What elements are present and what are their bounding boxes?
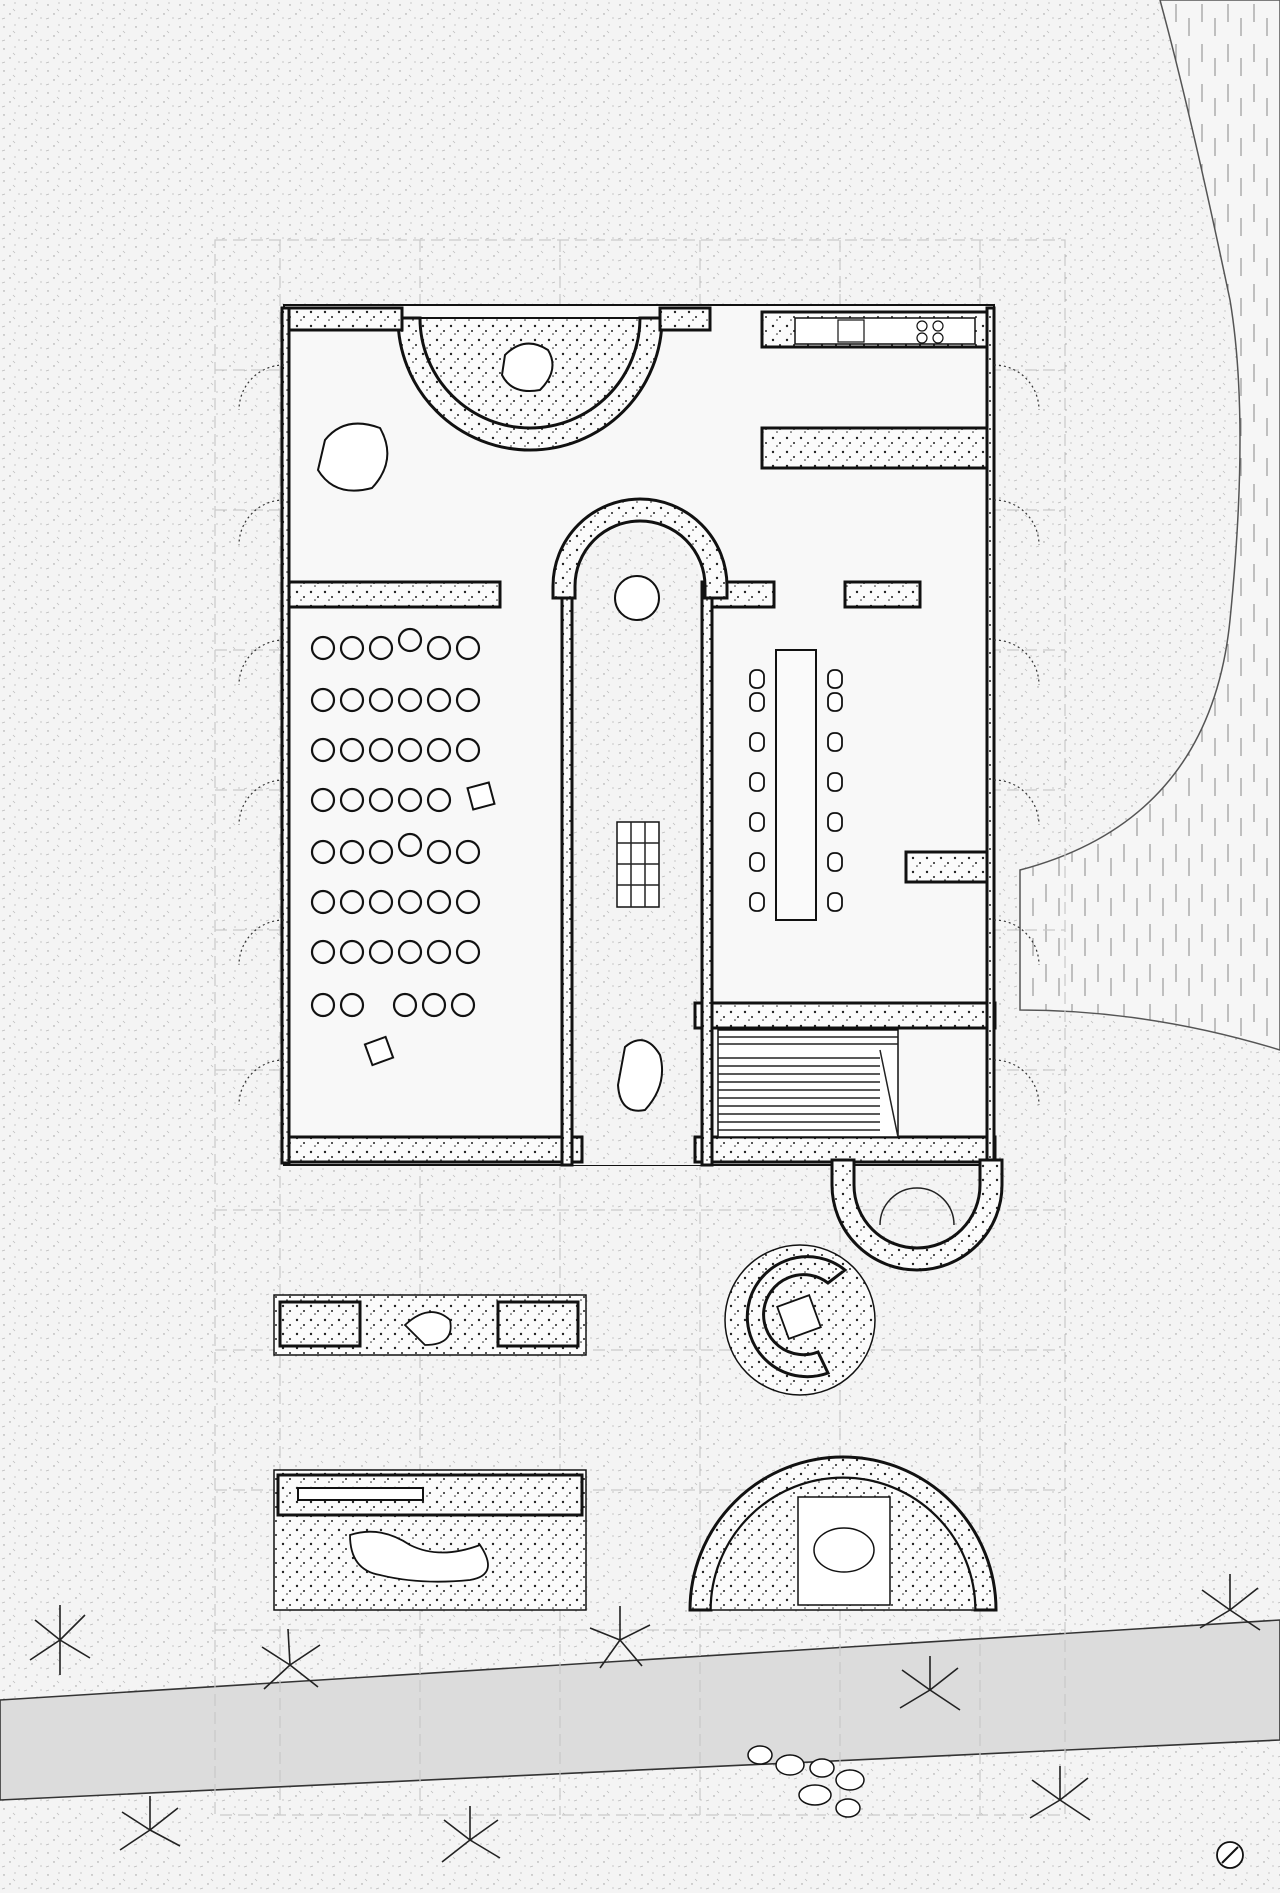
tree-icon xyxy=(1199,1574,1261,1631)
north-arrow-icon xyxy=(1216,1841,1244,1869)
chair-row xyxy=(310,832,481,865)
boulder-icon xyxy=(349,1530,489,1583)
courtyard-arch xyxy=(572,525,702,595)
walls xyxy=(280,306,997,1167)
boulder-icon xyxy=(500,342,554,392)
armchair-icon xyxy=(466,781,496,811)
tree-icon xyxy=(29,1605,91,1675)
boulder-icon xyxy=(316,422,389,492)
armchair-icon xyxy=(363,1035,395,1067)
sink-icon xyxy=(837,319,865,343)
dining-chairs-left xyxy=(749,669,765,912)
chair-row xyxy=(310,992,476,1018)
tree-icon xyxy=(899,1656,961,1711)
dining-set xyxy=(749,649,843,921)
chair-row xyxy=(310,889,481,915)
planter-left-top xyxy=(273,1294,587,1356)
stair xyxy=(717,1029,899,1138)
door-swings xyxy=(238,364,1040,1106)
stair-tower xyxy=(830,1158,1004,1272)
boulder-icon xyxy=(616,1039,664,1112)
tree-icon xyxy=(1029,1766,1091,1821)
planet-sculpture-icon xyxy=(614,575,660,621)
tree-icon xyxy=(261,1628,321,1690)
boulder-icon xyxy=(403,1311,452,1346)
chair-row xyxy=(310,737,481,763)
circular-planter xyxy=(724,1244,876,1396)
planter-left-bottom xyxy=(273,1469,587,1611)
auditorium-seating xyxy=(310,627,481,1018)
chair-row xyxy=(310,787,452,813)
rug-icon xyxy=(616,821,660,908)
arched-planter xyxy=(688,1455,998,1612)
tree-icon xyxy=(589,1606,651,1669)
tower-door-swing xyxy=(879,1187,955,1226)
stepping-stones-icon xyxy=(747,1745,865,1818)
stove-icon xyxy=(916,320,944,344)
chair-row xyxy=(310,939,481,965)
kitchen-counter xyxy=(794,317,976,345)
chair-row xyxy=(310,627,481,661)
dining-chairs-right xyxy=(827,669,843,912)
tree-icon xyxy=(119,1796,181,1851)
tree-icon xyxy=(441,1806,501,1863)
boulder-icon xyxy=(776,1294,822,1340)
chair-row xyxy=(310,687,481,713)
deck-area xyxy=(1019,0,1280,1051)
rug-icon xyxy=(813,1527,875,1573)
garden-path xyxy=(0,1619,1280,1801)
